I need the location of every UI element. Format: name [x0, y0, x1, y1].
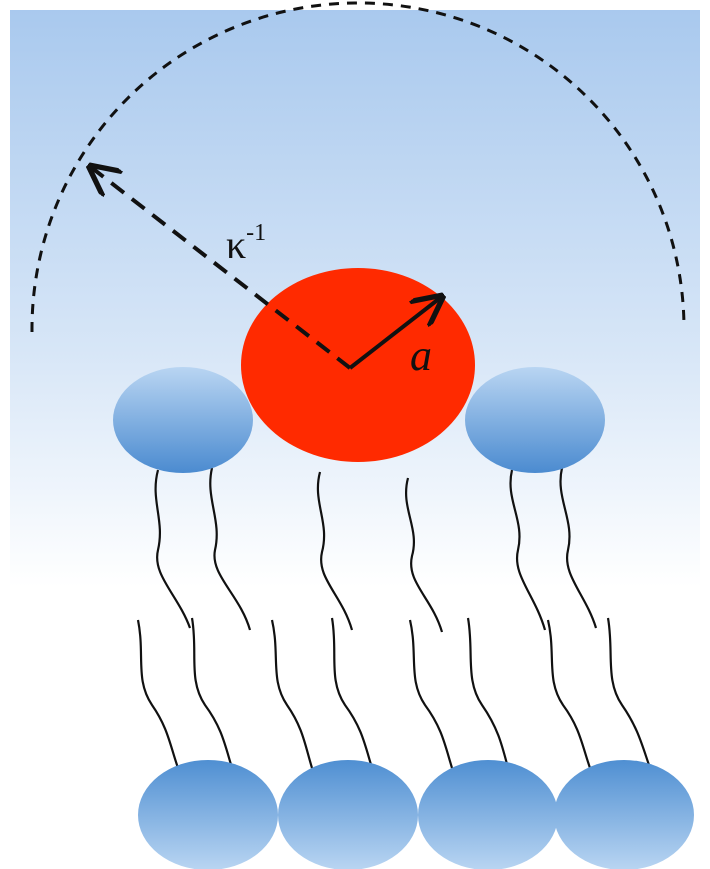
- particle-radius-arrow: [348, 298, 440, 370]
- tail: [316, 471, 354, 631]
- tail: [546, 619, 592, 769]
- lower-headgroup-2: [278, 760, 418, 869]
- tail: [606, 617, 652, 769]
- debye-length-label: κ-1: [226, 220, 266, 267]
- lower-leaflet-tails: [136, 617, 652, 769]
- tail: [330, 617, 374, 769]
- lower-headgroup-1: [138, 760, 278, 869]
- tail: [466, 617, 510, 769]
- debye-length-exponent: -1: [246, 220, 266, 246]
- tail: [509, 469, 547, 631]
- tail: [405, 477, 444, 633]
- debye-length-arrow: [92, 168, 352, 370]
- debye-boundary-arc: [30, 1, 686, 333]
- tail: [136, 619, 180, 769]
- lower-headgroup-3: [418, 760, 558, 869]
- tail: [270, 619, 314, 769]
- tail: [154, 469, 192, 629]
- upper-leaflet-tails: [154, 467, 598, 633]
- charged-particle: [241, 268, 475, 462]
- upper-headgroup-left: [113, 367, 253, 473]
- lower-headgroup-4: [554, 760, 694, 869]
- upper-headgroup-right: [465, 367, 605, 473]
- particle-radius-label: a: [410, 331, 432, 380]
- tail: [209, 467, 252, 631]
- tail: [408, 619, 454, 769]
- tail: [190, 617, 234, 769]
- tail: [559, 467, 598, 629]
